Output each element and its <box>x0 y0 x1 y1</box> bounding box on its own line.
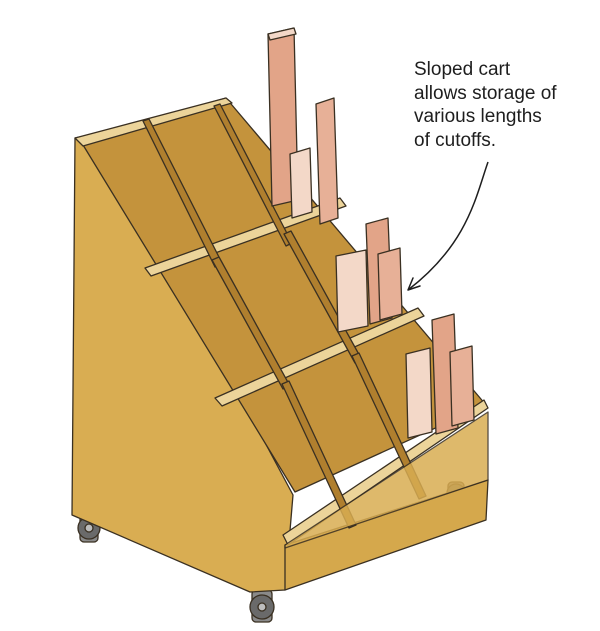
callout-text: Sloped cart allows storage of various le… <box>414 58 594 152</box>
callout-line-2: allows storage of <box>414 82 557 104</box>
caster-icon <box>249 589 275 623</box>
cutoff-stack-middle <box>335 217 403 333</box>
callout-line-1: Sloped cart <box>414 59 511 80</box>
front-lip <box>284 411 489 549</box>
cutoff-stack-top <box>267 27 339 225</box>
cutoff-stack-bottom <box>405 313 475 439</box>
shelf-boards <box>74 97 489 546</box>
arrow-icon <box>407 161 489 291</box>
callout-line-3: various lengths <box>414 106 542 127</box>
callout-line-4: of cutoffs. <box>414 129 497 151</box>
